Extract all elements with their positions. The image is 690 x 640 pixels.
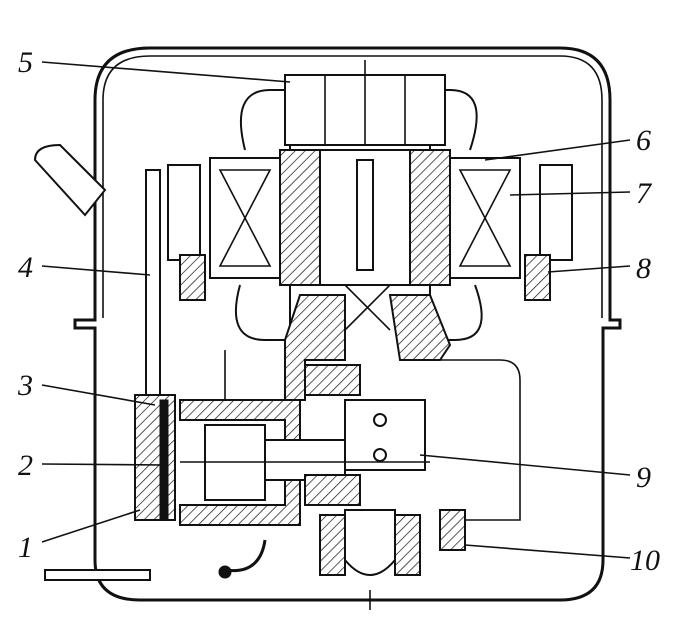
crank-bearing-top xyxy=(304,364,361,396)
stator-coil-left xyxy=(209,157,281,279)
leader-line-6 xyxy=(484,139,631,161)
spring-mount-left xyxy=(167,164,201,261)
bolt-left xyxy=(179,254,206,301)
leader-line-10 xyxy=(464,544,631,559)
rotor-shaft xyxy=(356,159,374,271)
return-tube xyxy=(224,539,267,573)
label-9: 9 xyxy=(636,461,651,494)
label-7: 7 xyxy=(636,177,653,210)
coil-section-right xyxy=(458,169,512,267)
mounting-bracket xyxy=(44,569,151,581)
crankcase-frame-right xyxy=(388,294,452,361)
winding-loop-left xyxy=(239,89,291,151)
discharge-pipe xyxy=(33,143,107,217)
housing-shell xyxy=(73,46,622,602)
label-8: 8 xyxy=(636,252,651,285)
label-6: 6 xyxy=(636,124,651,157)
leader-line-4 xyxy=(41,265,151,276)
leader-line-2 xyxy=(41,463,166,466)
label-5: 5 xyxy=(18,46,33,79)
pin-upper xyxy=(373,413,387,427)
label-2: 2 xyxy=(18,449,33,482)
leader-line-5 xyxy=(41,61,291,83)
pin-lower xyxy=(373,448,387,462)
leader-line-1 xyxy=(41,509,141,543)
spring-mount-right xyxy=(539,164,573,261)
label-3: 3 xyxy=(17,369,33,402)
bottom-bearing-left xyxy=(319,514,346,576)
housing-inner-wall xyxy=(102,55,603,318)
tube-end xyxy=(218,565,232,579)
leader-line-9 xyxy=(419,454,631,476)
crank-bearing-bottom xyxy=(304,474,361,506)
bolt-right xyxy=(524,254,551,301)
stator-core-left xyxy=(279,149,321,286)
coil-section-left xyxy=(218,169,272,267)
crossed-shaft-link xyxy=(344,284,391,331)
label-4: 4 xyxy=(18,251,33,284)
stator-core-right xyxy=(409,149,451,286)
bottom-bearing-right xyxy=(394,514,421,576)
bottom-bolt xyxy=(439,509,466,551)
cylinder-head xyxy=(134,394,176,521)
leader-line-3 xyxy=(41,384,156,406)
leader-line-7 xyxy=(509,191,631,196)
winding-loop-left-bottom xyxy=(234,284,291,341)
oil-pickup-tube xyxy=(344,509,396,576)
leader-line-8 xyxy=(547,265,631,273)
suction-tube xyxy=(145,169,161,396)
label-1: 1 xyxy=(18,531,33,564)
label-10: 10 xyxy=(630,544,660,577)
valve-plate xyxy=(159,399,169,521)
